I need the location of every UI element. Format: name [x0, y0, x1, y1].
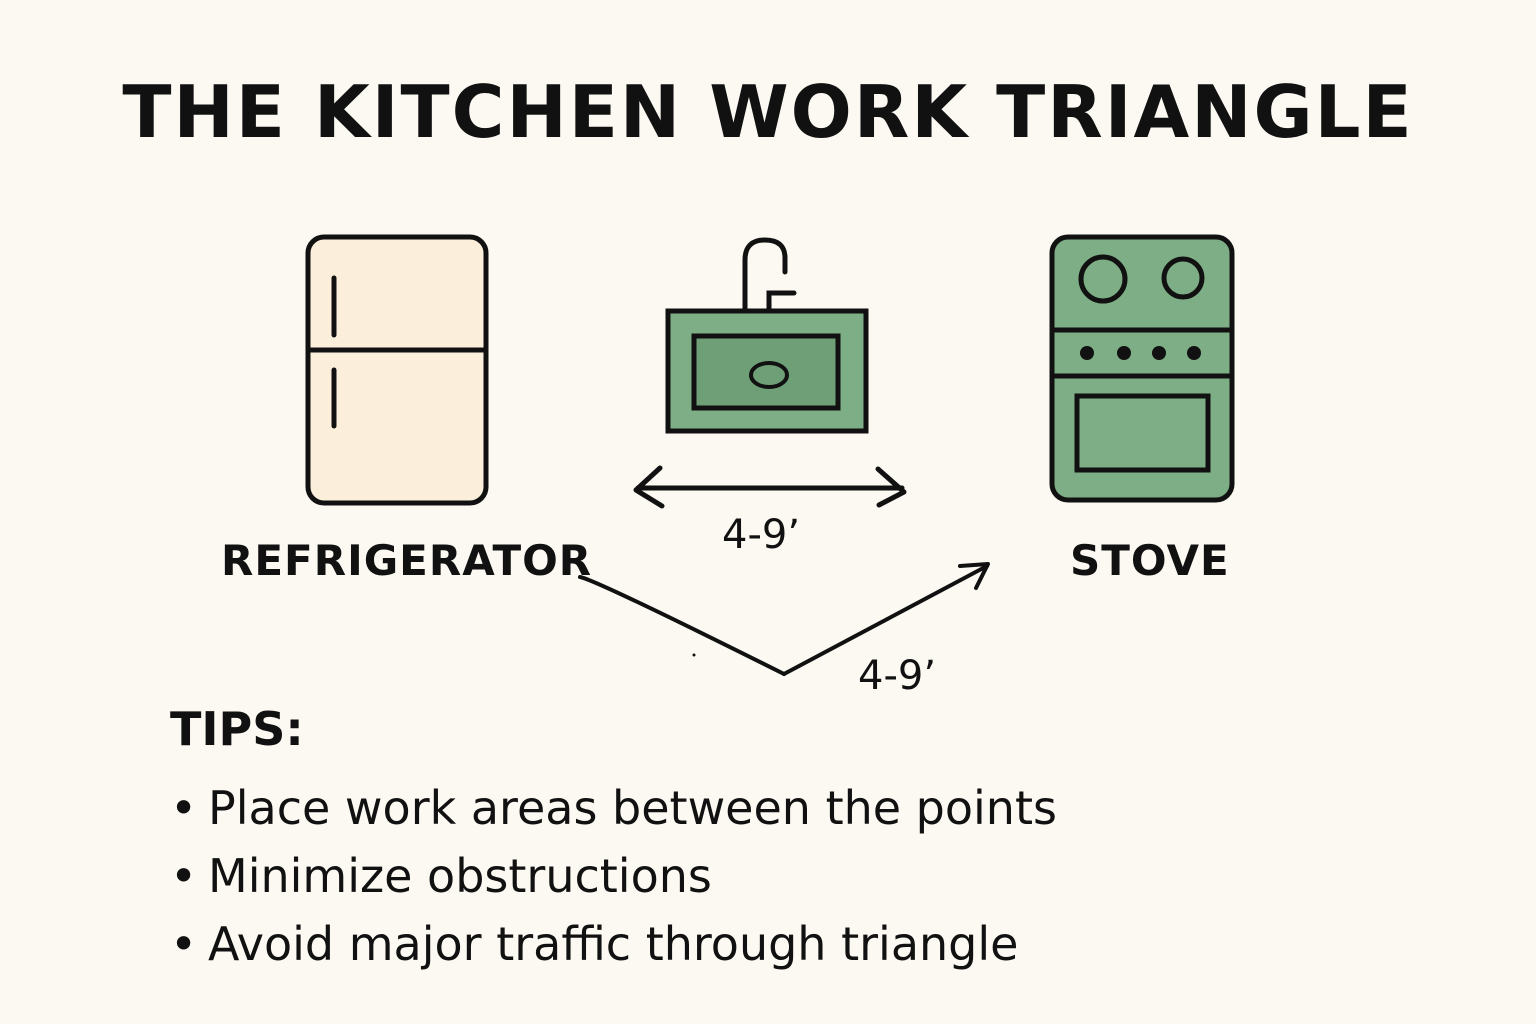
bottom-distance-arrow — [578, 562, 990, 676]
page-title: THE KITCHEN WORK TRIANGLE — [122, 70, 1414, 154]
stove-icon — [1049, 234, 1235, 503]
tip-text: Minimize obstructions — [208, 849, 712, 903]
refrigerator-icon — [305, 234, 489, 506]
bullet-icon: • — [170, 917, 198, 971]
tips-section: TIPS: •Place work areas between the poin… — [170, 706, 1057, 978]
tip-text: Place work areas between the points — [208, 781, 1057, 835]
tips-list: •Place work areas between the points •Mi… — [170, 774, 1057, 978]
tip-item: •Minimize obstructions — [170, 842, 1057, 910]
bullet-icon: • — [170, 781, 198, 835]
tips-heading: TIPS: — [170, 702, 304, 756]
top-distance-label: 4-9’ — [722, 512, 801, 558]
top-distance-arrow — [633, 465, 907, 509]
bullet-icon: • — [170, 849, 198, 903]
refrigerator-label: REFRIGERATOR — [221, 536, 593, 585]
bottom-distance-label: 4-9’ — [858, 653, 937, 699]
tip-item: •Place work areas between the points — [170, 774, 1057, 842]
stove-label: STOVE — [1070, 536, 1230, 585]
sink-icon — [665, 237, 869, 434]
tip-text: Avoid major traffic through triangle — [208, 917, 1019, 971]
tip-item: •Avoid major traffic through triangle — [170, 910, 1057, 978]
